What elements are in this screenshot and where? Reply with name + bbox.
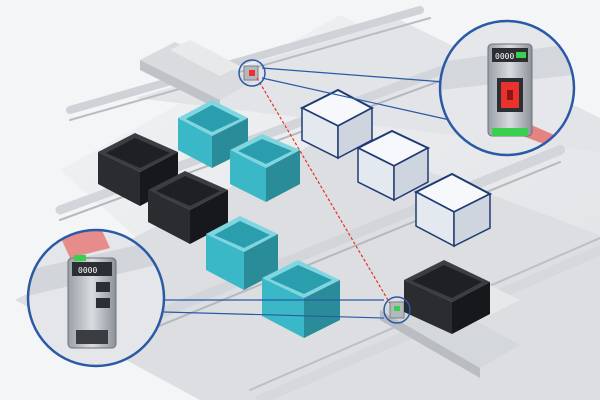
bottom-sensor-on-conveyor <box>389 301 405 319</box>
teal-crate-2 <box>230 134 300 202</box>
bottom-sensor-callout-anchor <box>383 296 411 324</box>
teal-crate-4 <box>262 260 340 338</box>
top-sensor-display: 0000 <box>495 52 514 61</box>
top-sensor-on-conveyor <box>243 65 259 81</box>
white-crate-3 <box>413 172 493 248</box>
top-rail-mount <box>140 40 255 110</box>
black-crate-3 <box>404 260 490 334</box>
top-sensor-callout-anchor <box>238 59 266 87</box>
callout-lines <box>163 67 451 319</box>
bottom-sensor-magnifier: 0000 <box>26 228 166 368</box>
black-crate-2 <box>148 171 228 244</box>
bottom-sensor-display: 0000 <box>78 266 97 275</box>
white-crate-2 <box>355 129 431 202</box>
teal-crate-1 <box>178 100 248 168</box>
laser-beam <box>256 77 396 313</box>
